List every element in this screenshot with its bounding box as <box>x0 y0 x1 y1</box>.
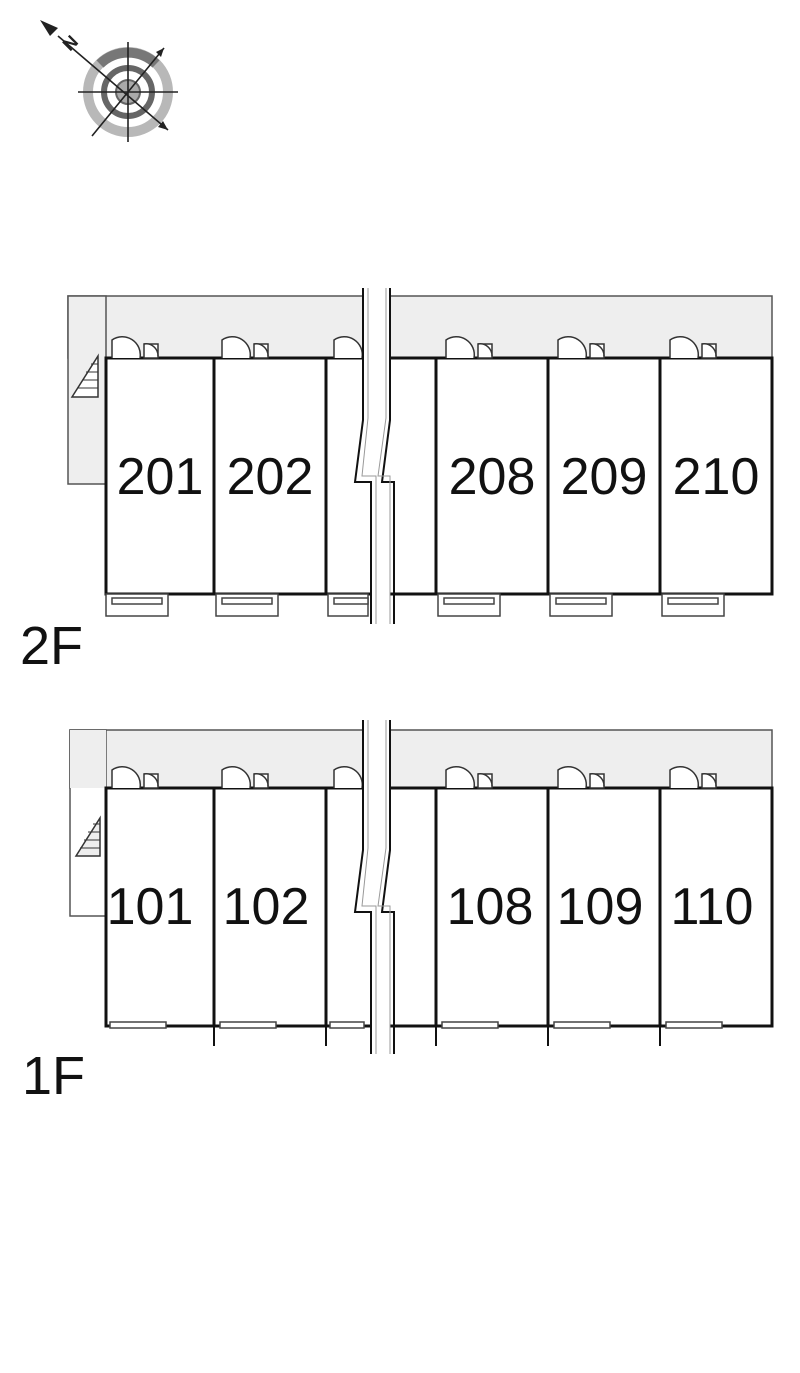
unit-number: 201 <box>117 448 204 506</box>
unit-201 <box>104 356 216 596</box>
window-sill <box>109 1021 723 1029</box>
compass-rose-icon <box>40 20 178 142</box>
unit-210 <box>658 356 774 596</box>
unit-202 <box>212 356 328 596</box>
balcony <box>105 593 725 617</box>
unit-102 <box>212 786 328 1028</box>
unit-number: 102 <box>223 878 310 936</box>
unit-number: 109 <box>557 878 644 936</box>
door-icon <box>111 336 717 359</box>
staircase <box>70 353 99 398</box>
unit-number: 202 <box>227 448 314 506</box>
unit-number: 210 <box>673 448 760 506</box>
unit-101 <box>104 786 216 1028</box>
wall-stub <box>213 1026 661 1046</box>
unit-number: 209 <box>561 448 648 506</box>
floor-2f-plan: 201 202 208 209 210 2F <box>20 288 774 676</box>
unit-number: 110 <box>671 878 754 936</box>
door-icon <box>111 766 717 789</box>
staircase <box>74 815 101 857</box>
unit-110 <box>658 786 774 1028</box>
floor-1f-plan: 101 102 108 109 110 1F <box>22 720 774 1106</box>
corridor <box>69 729 773 789</box>
corridor <box>67 295 773 359</box>
compass-north-letter: N <box>59 31 82 54</box>
floor-label: 2F <box>20 616 83 676</box>
unit-number: 208 <box>449 448 536 506</box>
unit-number: 108 <box>447 878 534 936</box>
unit-number: 101 <box>107 878 194 936</box>
floor-label: 1F <box>22 1046 85 1106</box>
